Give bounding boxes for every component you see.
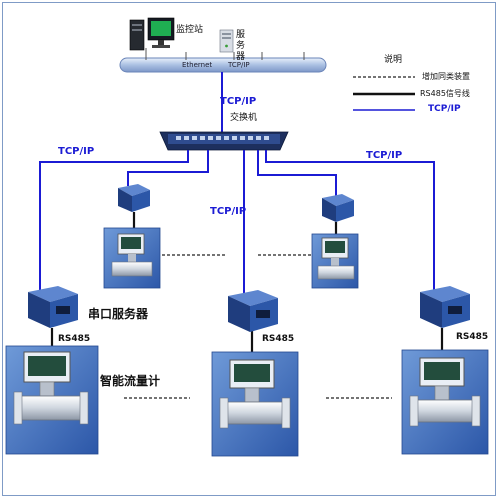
legend-rs485-label: RS485信号线 bbox=[420, 89, 470, 98]
tcp-label-right: TCP/IP bbox=[366, 150, 403, 161]
flowmeter-small-right bbox=[311, 233, 359, 289]
tcp-ip-links bbox=[39, 150, 435, 295]
serial-server-icon-small-left bbox=[118, 184, 150, 212]
serial-server-icon-left bbox=[28, 286, 78, 328]
tcp-label-left: TCP/IP bbox=[58, 146, 95, 157]
rs485-label-right: RS485 bbox=[456, 332, 489, 342]
tcp-label-middle: TCP/IP bbox=[210, 206, 247, 217]
legend-title: 说明 bbox=[384, 55, 403, 65]
network-switch-icon bbox=[159, 131, 289, 151]
expansion-dashed-lines bbox=[124, 254, 392, 399]
serial-server-icon-right bbox=[420, 286, 470, 328]
bus-ethernet-label: Ethernet bbox=[182, 61, 213, 69]
rs485-label-left: RS485 bbox=[58, 334, 91, 344]
ethernet-bus bbox=[119, 57, 327, 73]
serial-server-label: 串口服务器 bbox=[88, 307, 149, 321]
legend-tcp-label: TCP/IP bbox=[428, 104, 461, 114]
switch-label: 交换机 bbox=[230, 113, 258, 123]
monitor-station-label: 监控站 bbox=[176, 25, 204, 35]
switch-protocol-label: TCP/IP bbox=[220, 96, 257, 107]
diagram-frame bbox=[2, 2, 496, 496]
tcp-link-2 bbox=[127, 150, 209, 186]
flowmeter-label: 智能流量计 bbox=[100, 374, 161, 388]
bus-tcp-label: TCP/IP bbox=[228, 61, 250, 69]
flowmeter-large-right bbox=[401, 349, 489, 455]
workstation-icon bbox=[129, 17, 175, 51]
legend-dashed-label: 增加同类装置 bbox=[422, 72, 470, 81]
flowmeter-large-left bbox=[5, 345, 99, 455]
tcp-link-right bbox=[265, 150, 435, 290]
server-icon bbox=[219, 29, 234, 53]
rs485-label-middle: RS485 bbox=[262, 334, 295, 344]
rs485-lines bbox=[50, 212, 444, 352]
flowmeter-large-middle bbox=[211, 351, 299, 457]
tcp-link-4 bbox=[257, 150, 337, 196]
legend-lines bbox=[353, 76, 415, 111]
serial-server-icon-small-right bbox=[322, 194, 354, 222]
serial-server-icon-middle bbox=[228, 290, 278, 332]
tcp-link-left bbox=[39, 150, 189, 290]
flowmeter-small-left bbox=[103, 227, 161, 289]
server-label: 服务器 bbox=[236, 30, 246, 62]
